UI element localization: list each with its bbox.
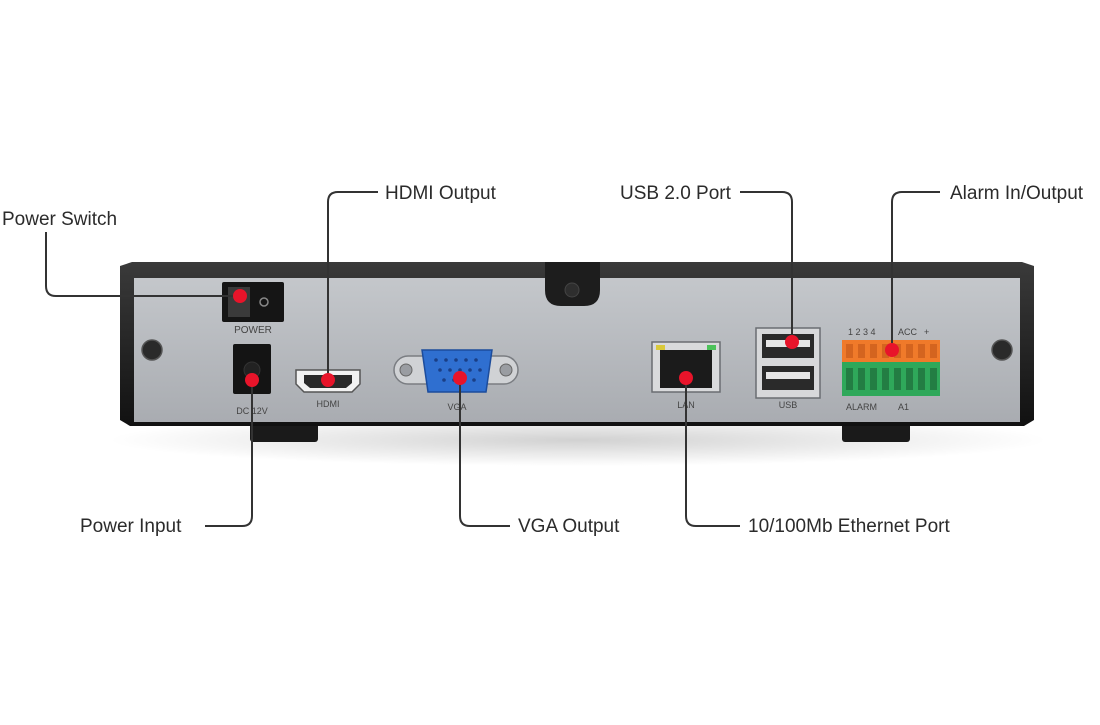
power-switch[interactable] xyxy=(222,282,284,322)
leader-alarm xyxy=(891,191,940,350)
marker-vga xyxy=(453,371,467,385)
callout-vga-output: VGA Output xyxy=(518,516,620,537)
hdmi-port-label: HDMI xyxy=(317,399,340,409)
alarm-top-numbers: 1 2 3 4 xyxy=(848,327,876,337)
screw-right xyxy=(991,339,1013,361)
vga-port[interactable] xyxy=(393,349,519,393)
markers xyxy=(233,289,899,387)
marker-power-switch xyxy=(233,289,247,303)
marker-hdmi xyxy=(321,373,335,387)
callout-power-input: Power Input xyxy=(80,516,182,537)
usb-port-label: USB xyxy=(779,400,798,410)
alarm-bottom-left: ALARM xyxy=(846,402,877,412)
alarm-bottom-right: A1 xyxy=(898,402,909,412)
leader-power-input xyxy=(205,380,253,527)
leader-usb xyxy=(740,191,793,342)
alarm-top-plus: + xyxy=(924,327,929,337)
callout-usb-port: USB 2.0 Port xyxy=(620,183,731,204)
leader-lines xyxy=(45,191,940,527)
callout-ethernet-port: 10/100Mb Ethernet Port xyxy=(748,516,950,537)
power-port-label: POWER xyxy=(234,325,272,336)
leader-power-switch xyxy=(45,232,240,297)
callout-alarm-io: Alarm In/Output xyxy=(950,183,1084,204)
callout-power-switch: Power Switch xyxy=(2,209,118,230)
dc-power-jack[interactable] xyxy=(233,344,271,394)
screw-left xyxy=(141,339,163,361)
leader-hdmi xyxy=(327,191,378,380)
floor-shadow xyxy=(108,414,1048,466)
marker-power-input xyxy=(245,373,259,387)
callout-hdmi-output: HDMI Output xyxy=(385,183,496,204)
marker-usb xyxy=(785,335,799,349)
vga-port-label: VGA xyxy=(447,402,466,412)
marker-ethernet xyxy=(679,371,693,385)
leader-ethernet xyxy=(685,378,740,527)
marker-alarm xyxy=(885,343,899,357)
leader-vga xyxy=(459,378,510,527)
alarm-top-acc: ACC xyxy=(898,327,918,337)
